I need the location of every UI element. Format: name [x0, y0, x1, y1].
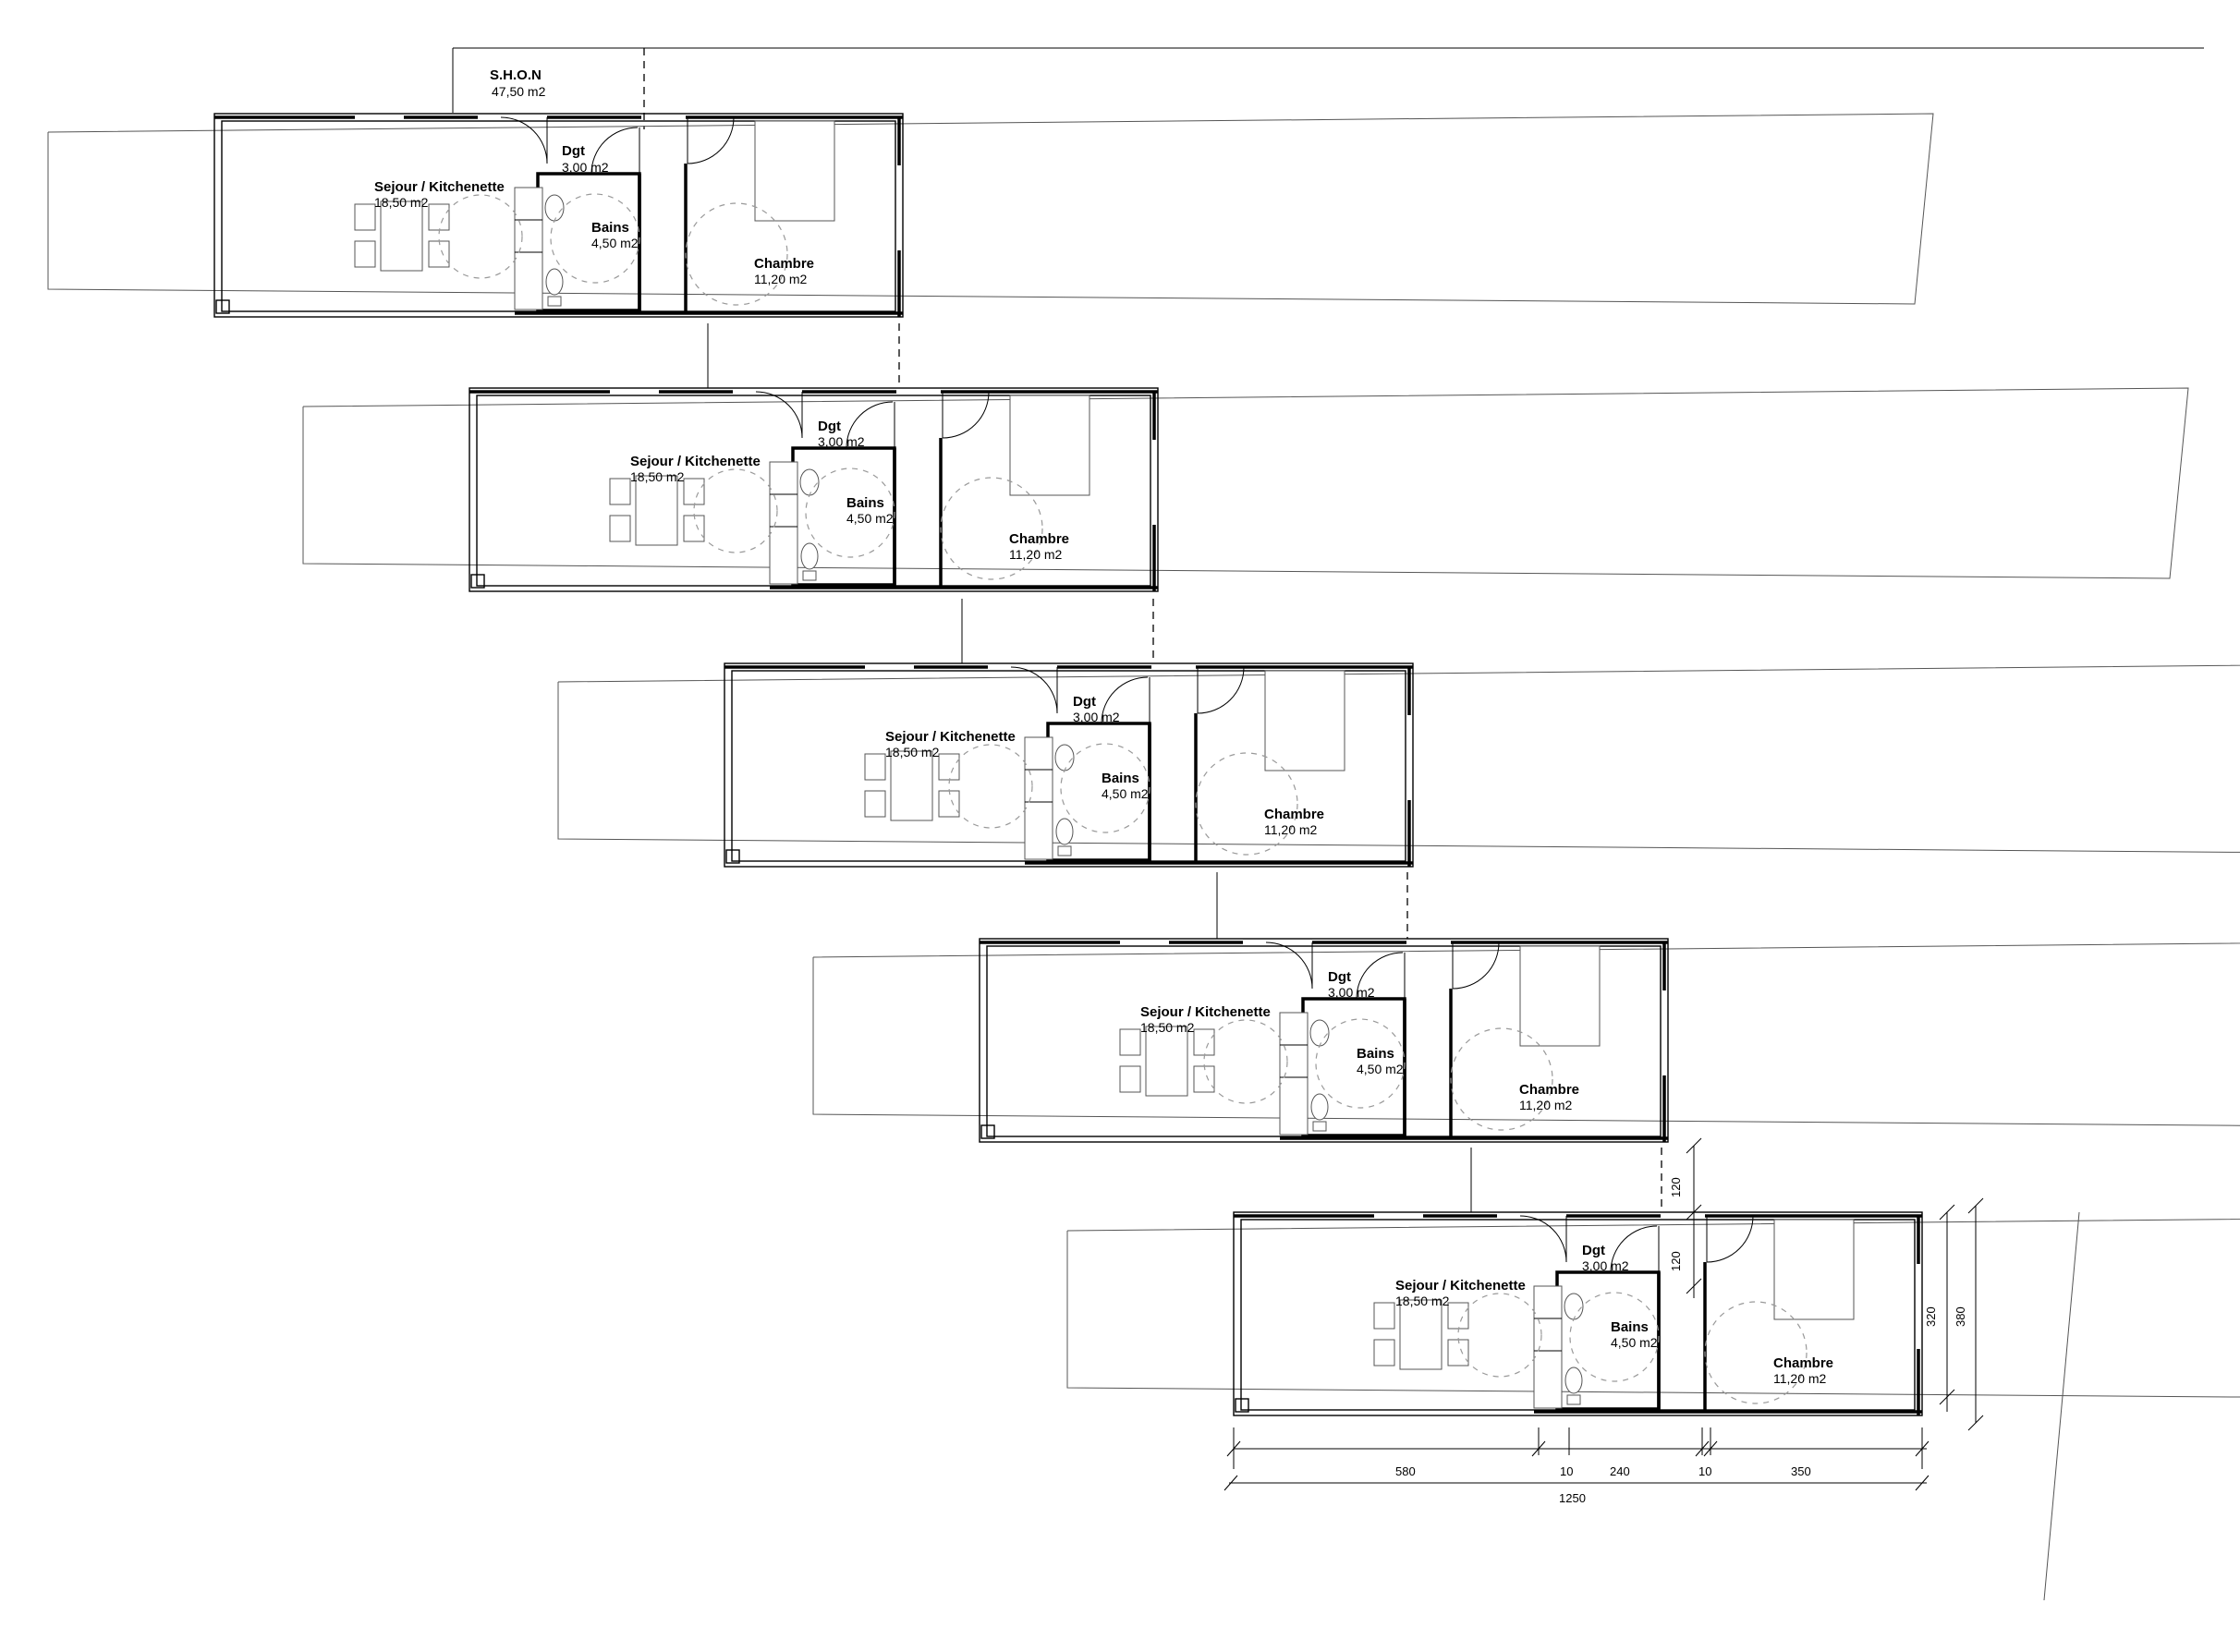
dim-240: 240: [1610, 1464, 1630, 1478]
chambre-label: Chambre: [1009, 531, 1069, 547]
sejour-label: Sejour / Kitchenette: [1140, 1004, 1271, 1020]
shon-area: 47,50 m2: [492, 84, 546, 99]
dimension-lines: [1223, 1137, 1984, 1491]
dim-10-left: 10: [1560, 1464, 1573, 1478]
chambre-area: 11,20 m2: [1264, 822, 1318, 837]
dgt-area: 3,00 m2: [562, 160, 609, 175]
dim-350: 350: [1791, 1464, 1811, 1478]
dim-580: 580: [1395, 1464, 1416, 1478]
dim-1250: 1250: [1559, 1491, 1586, 1505]
unit-connectors: [707, 323, 1662, 1212]
sejour-label: Sejour / Kitchenette: [1395, 1278, 1526, 1294]
bains-area: 4,50 m2: [591, 236, 639, 250]
dgt-label: Dgt: [1328, 969, 1351, 985]
dim-120-top: 120: [1669, 1177, 1683, 1197]
sejour-label: Sejour / Kitchenette: [885, 729, 1016, 745]
unit-1: Sejour / Kitchenette 18,50 m2 Dgt 3,00 m…: [46, 112, 1935, 319]
bains-label: Bains: [1102, 771, 1139, 786]
bains-area: 4,50 m2: [1357, 1062, 1404, 1076]
dgt-area: 3,00 m2: [1582, 1258, 1629, 1273]
bains-label: Bains: [1357, 1046, 1394, 1062]
dgt-label: Dgt: [1582, 1243, 1605, 1258]
shon-block: S.H.O.N 47,50 m2: [452, 47, 2204, 129]
dim-120-bottom: 120: [1669, 1251, 1683, 1271]
sejour-label: Sejour / Kitchenette: [374, 179, 505, 195]
sejour-area: 18,50 m2: [630, 469, 685, 484]
sejour-area: 18,50 m2: [1395, 1294, 1450, 1308]
dgt-area: 3,00 m2: [1328, 985, 1375, 1000]
chambre-area: 11,20 m2: [1009, 547, 1063, 562]
chambre-label: Chambre: [754, 256, 814, 272]
sejour-area: 18,50 m2: [885, 745, 940, 759]
dim-380: 380: [1954, 1306, 1967, 1327]
dim-10-right: 10: [1698, 1464, 1711, 1478]
shon-label: S.H.O.N: [490, 67, 542, 83]
dimension-labels: 580 10 240 10 350 1250 120 120 320 380: [1395, 1177, 1967, 1505]
sejour-label: Sejour / Kitchenette: [630, 454, 761, 469]
unit-2: Sejour / Kitchenette 18,50 m2 Dgt 3,00 m…: [301, 386, 2190, 593]
unit-3: Sejour / Kitchenette 18,50 m2 Dgt 3,00 m…: [556, 662, 2240, 869]
chambre-label: Chambre: [1773, 1355, 1833, 1371]
dgt-area: 3,00 m2: [1073, 710, 1120, 724]
dgt-area: 3,00 m2: [818, 434, 865, 449]
dgt-label: Dgt: [818, 419, 841, 434]
bains-label: Bains: [846, 495, 884, 511]
site-boundary-line: [2043, 1211, 2080, 1601]
dim-320: 320: [1924, 1306, 1938, 1327]
bains-area: 4,50 m2: [1611, 1335, 1658, 1350]
chambre-label: Chambre: [1264, 807, 1324, 822]
chambre-label: Chambre: [1519, 1082, 1579, 1098]
dgt-label: Dgt: [562, 143, 585, 159]
unit-5: Sejour / Kitchenette 18,50 m2 Dgt 3,00 m…: [1065, 1210, 2240, 1417]
sejour-area: 18,50 m2: [1140, 1020, 1195, 1035]
chambre-area: 11,20 m2: [1773, 1371, 1827, 1386]
chambre-area: 11,20 m2: [754, 272, 808, 286]
chambre-area: 11,20 m2: [1519, 1098, 1573, 1112]
sejour-area: 18,50 m2: [374, 195, 429, 210]
dgt-label: Dgt: [1073, 694, 1096, 710]
bains-area: 4,50 m2: [846, 511, 894, 526]
unit-4: Sejour / Kitchenette 18,50 m2 Dgt 3,00 m…: [811, 937, 2240, 1144]
bains-label: Bains: [1611, 1319, 1649, 1335]
bains-label: Bains: [591, 220, 629, 236]
bains-area: 4,50 m2: [1102, 786, 1149, 801]
